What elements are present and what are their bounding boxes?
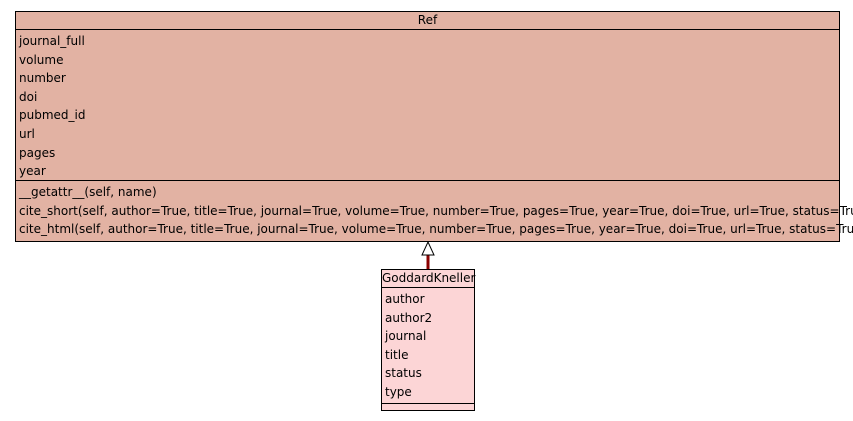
attribute: title: [385, 347, 409, 362]
attribute: pages: [19, 145, 56, 160]
class-goddard-kneller[interactable]: GoddardKneller author author2 journal ti…: [381, 269, 475, 411]
class-ref-operations: __getattr__(self, name) cite_short(self,…: [16, 181, 853, 241]
attribute: number: [19, 71, 66, 86]
attribute: pubmed_id: [19, 108, 86, 123]
operation: cite_html(self, author=True, title=True,…: [19, 222, 853, 237]
attribute: type: [385, 384, 412, 399]
attribute: volume: [19, 52, 64, 67]
operation: __getattr__(self, name): [19, 185, 157, 199]
operation: cite_short(self, author=True, title=True…: [19, 203, 853, 218]
class-goddard-kneller-operations: [382, 404, 474, 410]
class-ref-title: Ref: [16, 12, 839, 30]
attribute: status: [385, 366, 422, 381]
attribute: journal_full: [19, 34, 85, 48]
class-goddard-kneller-attributes: author author2 journal title status type: [382, 288, 474, 404]
attribute: journal: [385, 329, 427, 344]
class-ref-attributes: journal_full volume number doi pubmed_id…: [16, 30, 839, 181]
attribute: doi: [19, 89, 38, 104]
attribute: author: [385, 292, 425, 306]
attribute: url: [19, 126, 35, 141]
class-ref[interactable]: Ref journal_full volume number doi pubme…: [15, 11, 853, 242]
attribute: author2: [385, 310, 433, 325]
class-goddard-kneller-title: GoddardKneller: [382, 270, 475, 288]
attribute: year: [19, 164, 46, 179]
inheritance-arrowhead: [421, 240, 435, 256]
